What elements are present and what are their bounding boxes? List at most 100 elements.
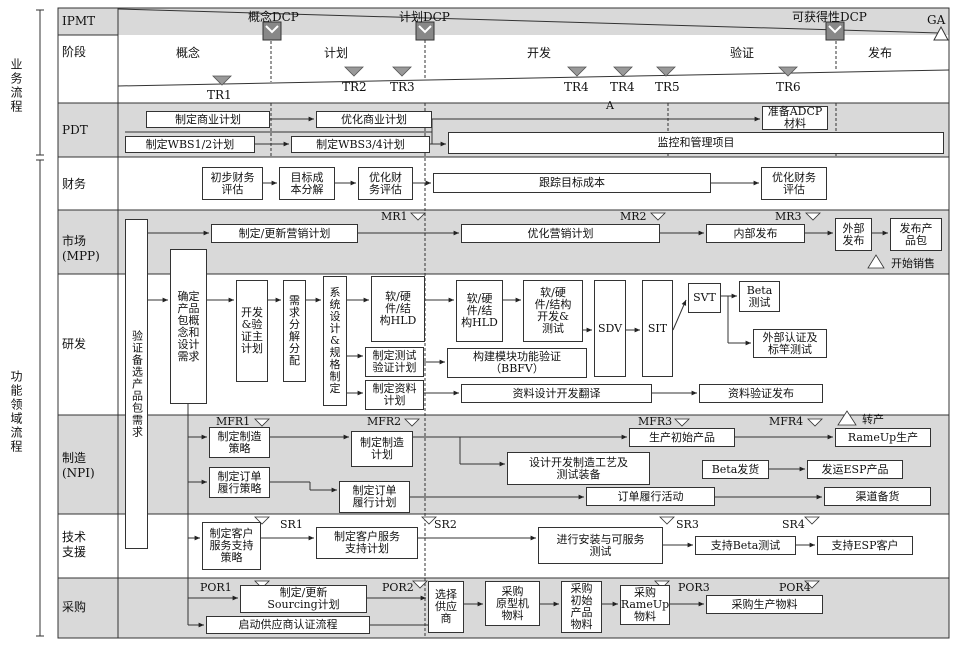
pdt-monitor-project: 监控和管理项目: [448, 132, 944, 154]
rd-verify-requirements: 验证备选产品包需求: [125, 219, 148, 549]
rd-svt: SVT: [688, 283, 721, 313]
por1-marker: [254, 580, 270, 589]
pdt-make-biz-plan: 制定商业计划: [146, 111, 270, 128]
mfg-initial-production: 生产初始产品: [629, 428, 735, 447]
tr3-label: TR3: [390, 80, 415, 94]
row-label-market: 市场 (MPP): [62, 234, 100, 263]
phase-plan: 计划: [324, 46, 349, 60]
row-label-rd: 研发: [62, 337, 87, 351]
purchase-production-material: 采购生产物料: [706, 595, 823, 614]
mfr1-marker: [254, 418, 270, 427]
support-esp: 支持ESP客户: [817, 536, 913, 555]
sr1-label: SR1: [280, 518, 303, 531]
rd-sit: SIT: [642, 280, 673, 377]
tr3-marker: [392, 66, 412, 77]
pdt-wbs34: 制定WBS3/4计划: [291, 136, 430, 153]
sr4-marker: [804, 516, 820, 525]
tr2-label: TR2: [342, 80, 367, 94]
mr2-marker: [650, 212, 666, 221]
mfg-order-activity: 订单履行活动: [586, 487, 715, 506]
purchase-initial-material: 采购 初始 产品 物料: [561, 581, 602, 633]
tr1-marker: [212, 75, 232, 86]
mr2-label: MR2: [620, 210, 647, 223]
transfer-label: 转产: [862, 413, 884, 426]
row-label-pdt: PDT: [62, 123, 88, 137]
rd-define-concept: 确定 产品 包概 念和 设计 需求: [170, 249, 207, 404]
tr2-marker: [344, 66, 364, 77]
finance-optimize-eval-2: 优化财务 评估: [761, 167, 827, 200]
phase-verify: 验证: [730, 46, 755, 60]
purchase-prototype: 采购 原型机 物料: [485, 581, 540, 626]
mfg-rampup-production: RameUp生产: [835, 428, 931, 447]
rd-bbfv: 构建模块功能验证 （BBFV）: [447, 348, 587, 378]
mfr2-label: MFR2: [367, 415, 402, 428]
rd-doc-plan: 制定资料 计划: [365, 380, 424, 410]
mfr3-label: MFR3: [638, 415, 673, 428]
mfr3-marker: [674, 418, 690, 427]
sr3-label: SR3: [676, 518, 699, 531]
rd-doc-publish: 资料验证发布: [699, 384, 823, 403]
sr3-marker: [659, 516, 675, 525]
por3-marker: [654, 580, 670, 589]
mfr4-marker: [807, 418, 823, 427]
por4-marker: [804, 580, 820, 589]
ipmt-band: [58, 8, 949, 35]
sr2-marker: [421, 516, 437, 525]
rd-dev-test: 软/硬 件/结构 开发& 测试: [523, 280, 583, 342]
purchase-supplier-cert: 启动供应商认证流程: [206, 616, 370, 634]
rd-beta-test: Beta 测试: [739, 281, 780, 312]
finance-target-cost-split: 目标成 本分解: [279, 167, 335, 200]
pdt-adcp-material: 准备ADCP 材料: [762, 106, 828, 130]
mfr4-label: MFR4: [769, 415, 804, 428]
market-internal-release: 内部发布: [706, 224, 805, 243]
mfg-channel-stock: 渠道备货: [824, 487, 931, 506]
row-label-support: 技术 支援: [62, 530, 87, 559]
tr6-label: TR6: [776, 80, 801, 94]
pdt-wbs12: 制定WBS1/2计划: [125, 136, 255, 153]
market-optimize-marketing-plan: 优化营销计划: [461, 224, 660, 243]
market-make-marketing-plan: 制定/更新营销计划: [211, 224, 358, 243]
support-plan: 制定客户服务 支持计划: [316, 527, 418, 559]
sr4-label: SR4: [782, 518, 805, 531]
side-label-business: 业务流程: [9, 58, 23, 114]
por1-label: POR1: [200, 581, 232, 594]
tr4b-label: TR4: [610, 80, 635, 94]
rd-dev-verify-plan: 开发 &验 证主 计划: [236, 280, 268, 382]
tr4b-marker: [613, 66, 633, 77]
sales-start-label: 开始销售: [891, 257, 935, 270]
mr3-marker: [805, 212, 821, 221]
pdt-optimize-biz-plan: 优化商业计划: [316, 111, 432, 128]
mr1-marker: [410, 212, 426, 221]
finance-track-target-cost: 跟踪目标成本: [433, 173, 711, 193]
purchase-select-supplier: 选择 供应 商: [428, 581, 464, 633]
tr4a-marker: [567, 66, 587, 77]
por2-marker: [412, 580, 428, 589]
rd-requirement-allocation: 需 求 分 解 分 配: [283, 280, 306, 382]
rd-system-design: 系 统 设 计 & 规 格 制 定: [323, 276, 347, 406]
support-beta: 支持Beta测试: [695, 536, 796, 555]
mfg-ship-esp: 发运ESP产品: [807, 460, 903, 479]
phase-develop: 开发: [527, 46, 552, 60]
support-strategy: 制定客户 服务支持 策略: [202, 522, 261, 570]
por2-label: POR2: [382, 581, 414, 594]
finance-initial-eval: 初步财务 评估: [202, 167, 263, 200]
market-external-release: 外部 发布: [835, 218, 872, 251]
mfg-strategy: 制定制造 策略: [209, 427, 270, 458]
tr6-marker: [778, 66, 798, 77]
concept-dcp-label: 概念DCP: [248, 10, 299, 24]
rd-hld-2: 软/硬 件/结 构HLD: [456, 280, 503, 342]
row-label-stage: 阶段: [62, 45, 87, 59]
mr1-label: MR1: [381, 210, 408, 223]
mfg-order-strategy: 制定订单 履行策略: [209, 467, 270, 498]
mfg-process-design: 设计开发制造工艺及 测试装备: [507, 452, 650, 485]
mfg-order-plan: 制定订单 履行计划: [339, 481, 410, 513]
rd-doc-dev: 资料设计开发翻译: [461, 384, 652, 403]
side-label-functional: 功能领域流程: [9, 370, 23, 454]
mfr1-label: MFR1: [216, 415, 251, 428]
por3-label: POR3: [678, 581, 710, 594]
rd-test-verify-plan: 制定测试 验证计划: [365, 347, 424, 377]
sr2-label: SR2: [434, 518, 457, 531]
row-label-finance: 财务: [62, 177, 87, 191]
purchase-sourcing-plan: 制定/更新 Sourcing计划: [240, 585, 367, 613]
